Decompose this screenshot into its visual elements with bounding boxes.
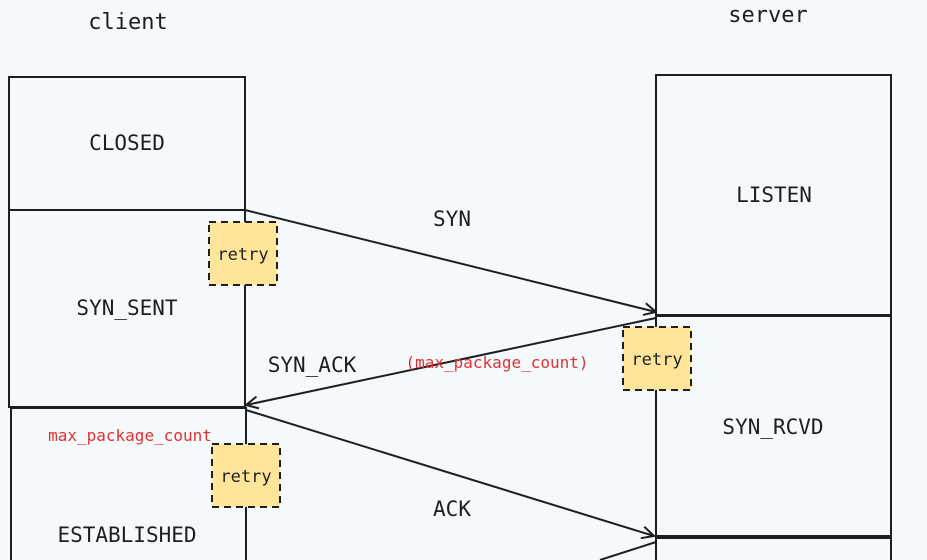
retry-badge-established: retry: [211, 443, 281, 508]
syn-ack-arrow: [246, 317, 657, 405]
server-heading: server: [728, 3, 807, 28]
server-state-listen: LISTEN: [655, 74, 892, 316]
max-package-count-note: max_package_count: [48, 426, 212, 445]
client-state-closed: CLOSED: [8, 76, 246, 211]
syn-ack-label: SYN_ACK: [268, 353, 357, 377]
server-state-next: [655, 537, 892, 560]
state-syn-rcvd-label: SYN_RCVD: [722, 415, 823, 439]
retry-badge-syn-sent: retry: [208, 221, 278, 286]
syn-arrow: [244, 209, 656, 312]
next-arrow: [599, 541, 657, 560]
state-syn-sent-label: SYN_SENT: [76, 296, 178, 320]
retry-label: retry: [217, 245, 268, 265]
retry-badge-syn-rcvd: retry: [622, 326, 692, 391]
retry-label: retry: [631, 350, 682, 370]
state-listen-label: LISTEN: [736, 183, 812, 207]
state-closed-label: CLOSED: [89, 131, 165, 155]
syn-label: SYN: [433, 207, 471, 231]
server-state-syn-rcvd: SYN_RCVD: [655, 315, 892, 537]
syn-ack-note: (max_package_count): [405, 353, 588, 372]
client-heading: client: [88, 10, 167, 35]
ack-label: ACK: [433, 497, 471, 521]
ack-arrow: [245, 409, 654, 536]
retry-label: retry: [220, 467, 271, 487]
state-established-label: ESTABLISHED: [57, 523, 196, 547]
